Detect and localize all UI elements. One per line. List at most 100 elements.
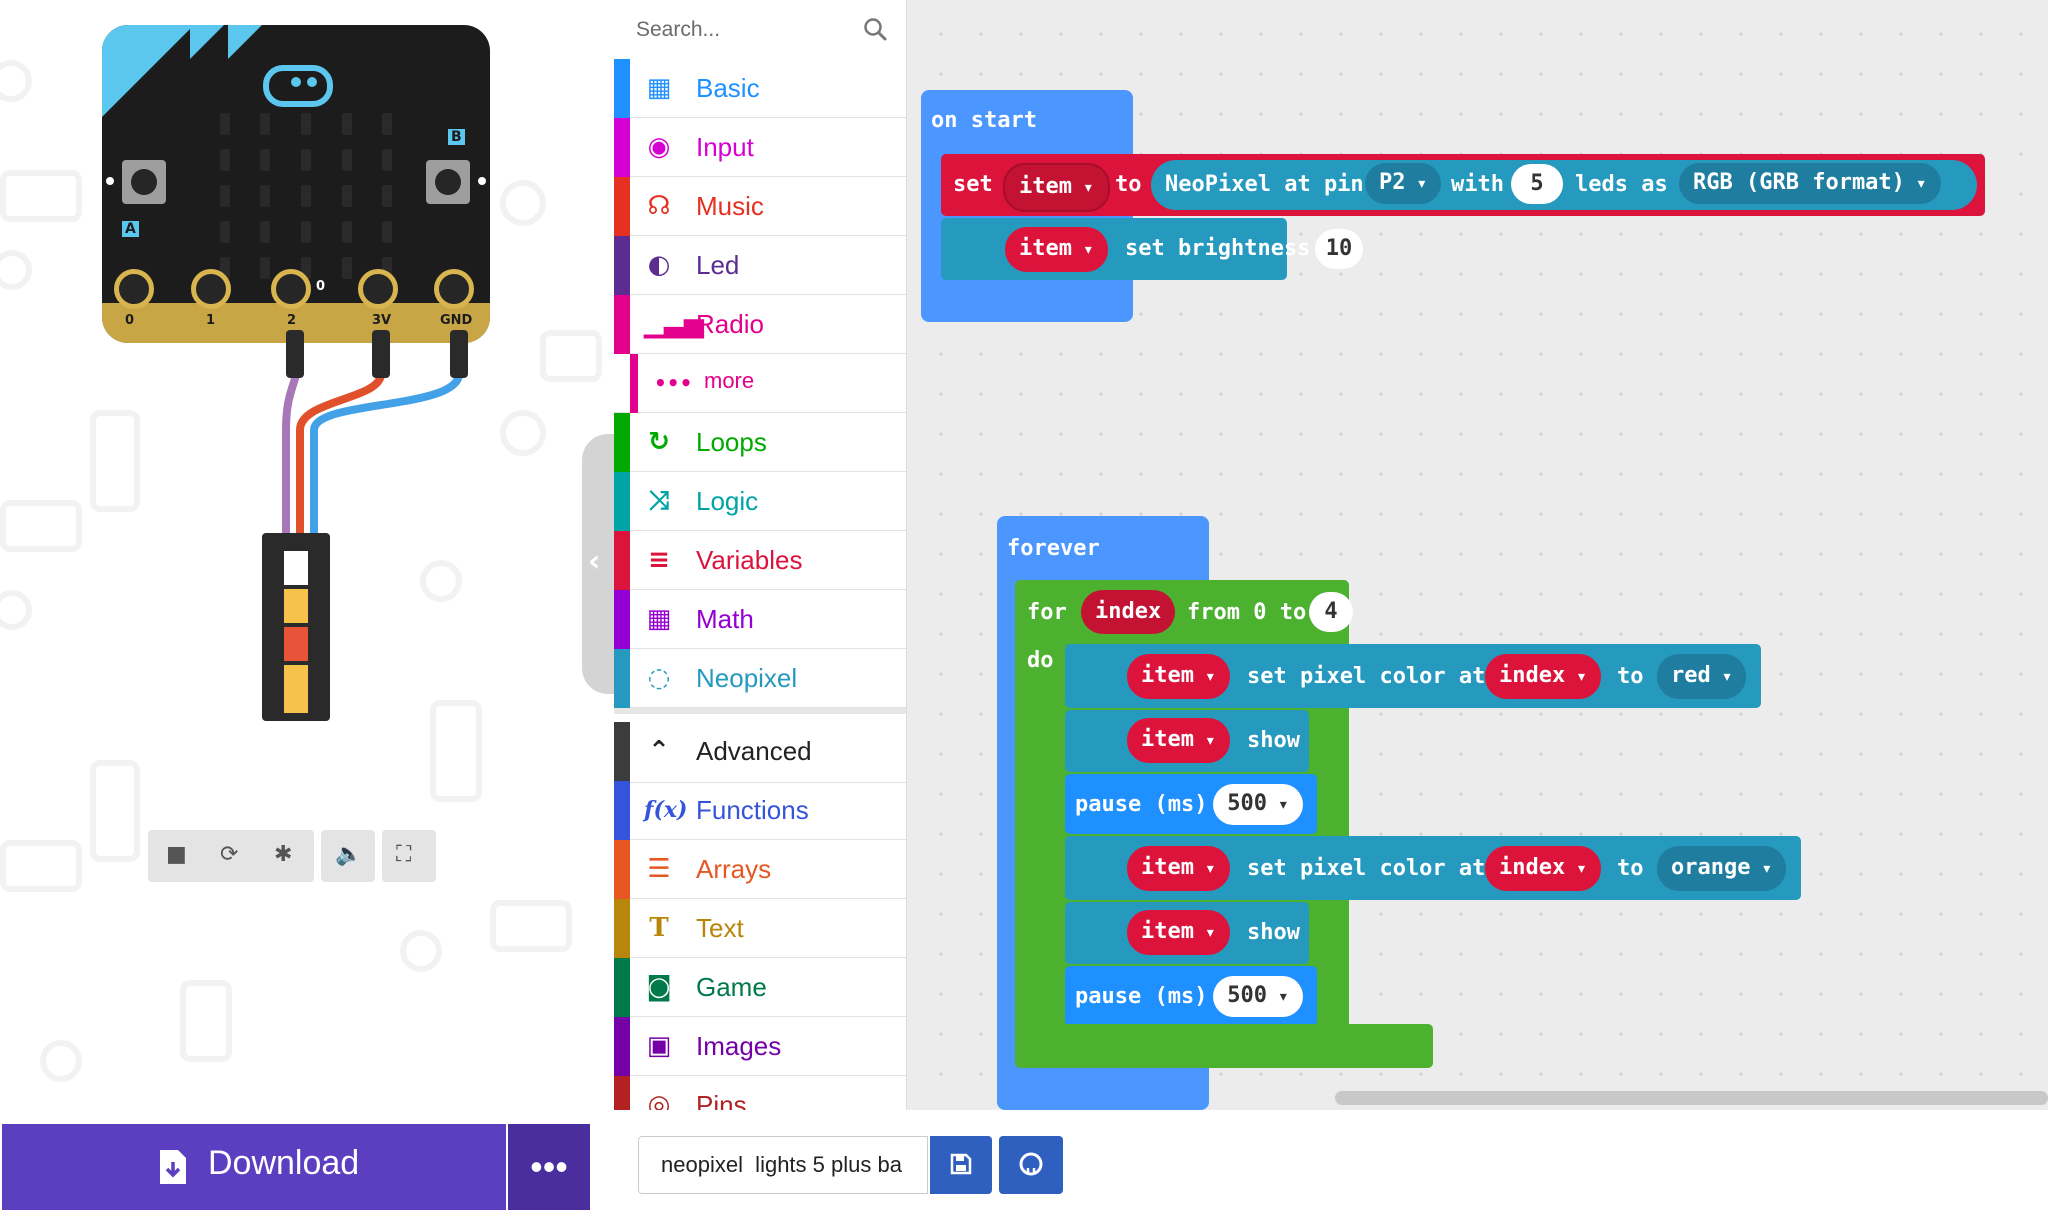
category-variables[interactable]: ≡ Variables (614, 531, 906, 590)
chevron-up-icon: ⌃ (648, 736, 670, 766)
category-label: Led (696, 250, 740, 280)
set-keyword: set (953, 172, 993, 197)
neopixel-led (284, 589, 308, 623)
category-color-bar (614, 958, 630, 1017)
variable-dropdown[interactable]: item (1127, 718, 1230, 763)
file-download-icon (160, 1150, 186, 1184)
category-label: Variables (696, 545, 803, 575)
led (260, 113, 270, 135)
pin-label: 1 (206, 313, 216, 328)
category-basic[interactable]: ▦ Basic (614, 59, 906, 118)
category-arrays[interactable]: ☰ Arrays (614, 840, 906, 899)
color-mode-dropdown[interactable]: RGB (GRB format) (1679, 163, 1941, 204)
led (301, 185, 311, 207)
category-music[interactable]: ☊ Music (614, 177, 906, 236)
category-math[interactable]: ▦ Math (614, 590, 906, 649)
led (260, 185, 270, 207)
toolbox-search (614, 0, 906, 58)
index-variable[interactable]: index (1081, 590, 1176, 634)
save-button[interactable] (930, 1136, 992, 1194)
collapse-simulator-handle[interactable]: ‹ (582, 434, 614, 694)
set-pixel-color-at-label: set pixel color at (1247, 664, 1486, 689)
variable-dropdown[interactable]: item (1127, 654, 1230, 699)
led (301, 221, 311, 243)
button-b-label: B (448, 129, 465, 145)
led (382, 185, 392, 207)
variable-dropdown[interactable]: item (1127, 846, 1230, 891)
pin-3v[interactable] (358, 269, 398, 309)
background-decoration (0, 250, 32, 290)
neopixel-strip[interactable] (262, 533, 330, 721)
neopixel-led (284, 693, 308, 713)
toolbox-separator (614, 708, 906, 714)
category-input[interactable]: ◉ Input (614, 118, 906, 177)
brightness-input[interactable]: 10 (1315, 229, 1363, 269)
download-button[interactable]: Download (2, 1124, 506, 1210)
download-more-button[interactable]: ••• (508, 1124, 590, 1210)
category-color-bar (614, 590, 630, 649)
search-input[interactable] (634, 12, 858, 48)
pin-dropdown[interactable]: P2 (1365, 163, 1442, 204)
pin-value-readout: 0 (316, 279, 326, 294)
button-b[interactable] (426, 160, 470, 204)
category-images[interactable]: ▣ Images (614, 1017, 906, 1076)
microbit-logo-icon[interactable] (263, 65, 333, 107)
pause-duration-dropdown[interactable]: 500 (1213, 784, 1303, 825)
background-decoration (180, 980, 232, 1062)
category-color-bar (614, 840, 630, 899)
category-game[interactable]: ◙ Game (614, 958, 906, 1017)
led (382, 149, 392, 171)
pin-1[interactable] (191, 269, 231, 309)
category-advanced[interactable]: ⌃ Advanced (614, 722, 906, 783)
color-dropdown-orange[interactable]: orange (1657, 846, 1787, 891)
variable-dropdown[interactable]: item (1127, 910, 1230, 955)
stop-icon[interactable]: ■ (166, 842, 187, 867)
category-color-bar (614, 295, 630, 354)
pause-label: pause (ms) (1075, 984, 1208, 1009)
button-a[interactable] (122, 160, 166, 204)
category-logic[interactable]: ⤨ Logic (614, 472, 906, 531)
color-dropdown-red[interactable]: red (1657, 654, 1747, 699)
category-label: Music (696, 191, 764, 221)
index-dropdown[interactable]: index (1485, 654, 1601, 699)
text-t-icon: T (649, 913, 669, 943)
lines-icon: ≡ (648, 545, 670, 575)
signal-bars-icon: ▁▃▅ (644, 309, 704, 339)
microbit-board[interactable]: A B 0 1 2 3V GND 0 (102, 25, 490, 343)
led (382, 113, 392, 135)
pin-2[interactable] (271, 269, 311, 309)
category-label: Radio (696, 309, 764, 339)
category-radio[interactable]: ▁▃▅ Radio (614, 295, 906, 354)
category-text[interactable]: T Text (614, 899, 906, 958)
category-loops[interactable]: ↻ Loops (614, 413, 906, 472)
project-name-input[interactable] (638, 1136, 928, 1194)
category-label: Loops (696, 427, 767, 457)
category-more[interactable]: ••• more (614, 354, 906, 413)
set-brightness-label: set brightness (1125, 236, 1311, 261)
restart-icon[interactable]: ⟳ (220, 842, 239, 867)
variable-dropdown[interactable]: item (1005, 227, 1108, 272)
variable-dropdown[interactable]: item (1003, 163, 1110, 212)
blocks-workspace[interactable]: on start set item to NeoPixel at pin P2 … (907, 0, 2048, 1110)
leds-count-input[interactable]: 5 (1511, 164, 1563, 204)
background-decoration (430, 700, 482, 802)
pin-0[interactable] (114, 269, 154, 309)
wires (282, 330, 468, 540)
category-functions[interactable]: f(x) Functions (614, 781, 906, 840)
category-neopixel[interactable]: ◌ Neopixel (614, 649, 906, 708)
led (260, 149, 270, 171)
category-color-bar (614, 236, 630, 295)
set-brightness-block[interactable] (941, 218, 1287, 280)
category-label: Neopixel (696, 663, 798, 693)
fullscreen-button[interactable]: ⛶ (382, 830, 436, 882)
pin-gnd[interactable] (434, 269, 474, 309)
loop-end-input[interactable]: 4 (1309, 592, 1353, 632)
debug-icon[interactable]: ✱ (274, 842, 293, 867)
index-dropdown[interactable]: index (1485, 846, 1601, 891)
search-icon[interactable] (862, 16, 888, 42)
workspace-horizontal-scrollbar[interactable] (1335, 1091, 2048, 1105)
category-led[interactable]: ◐ Led (614, 236, 906, 295)
github-button[interactable] (999, 1136, 1063, 1194)
sound-button[interactable]: 🔈 (321, 830, 375, 882)
pause-duration-dropdown[interactable]: 500 (1213, 976, 1303, 1017)
